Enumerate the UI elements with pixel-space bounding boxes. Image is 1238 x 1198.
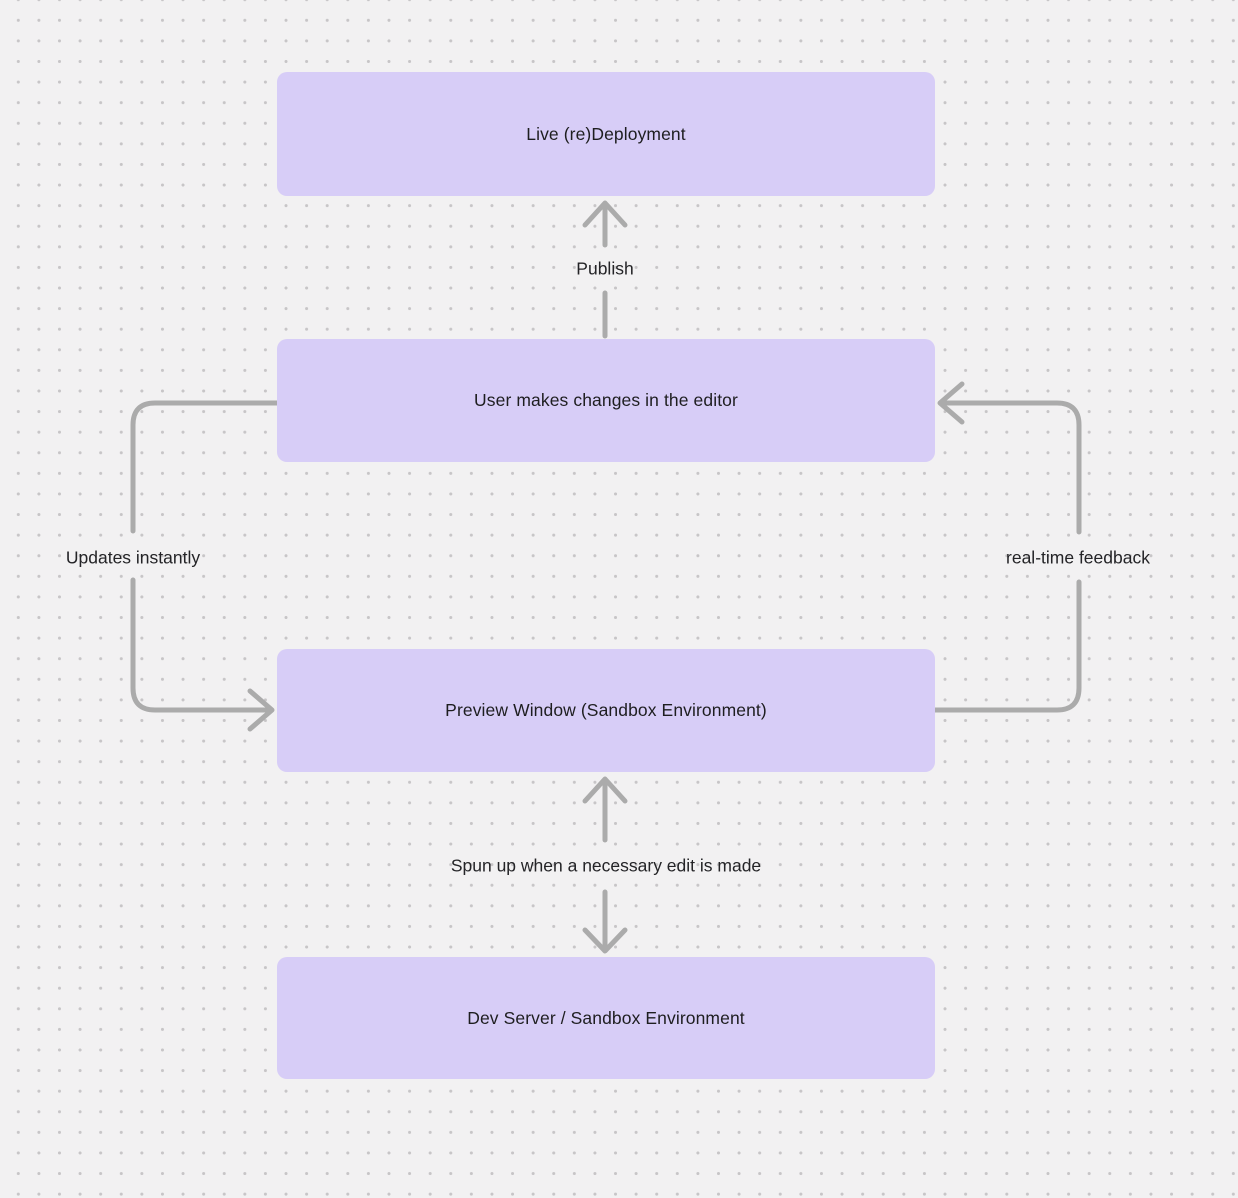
edge-label-updates-instantly: Updates instantly <box>65 547 201 568</box>
arrowhead-up-icon <box>582 200 628 228</box>
node-label: Dev Server / Sandbox Environment <box>467 1007 745 1028</box>
node-user-makes-changes[interactable]: User makes changes in the editor <box>277 339 935 462</box>
edge-label-publish: Publish <box>576 258 634 279</box>
arrowhead-up-icon <box>582 776 628 804</box>
edge-label-real-time-feedback: real-time feedback <box>1006 547 1150 568</box>
edge-label-spun-up: Spun up when a necessary edit is made <box>450 855 762 876</box>
node-label: Live (re)Deployment <box>526 123 686 144</box>
arrowhead-left-icon <box>937 381 965 425</box>
node-dev-server[interactable]: Dev Server / Sandbox Environment <box>277 957 935 1079</box>
arrowhead-down-icon <box>582 927 628 954</box>
node-live-redeployment[interactable]: Live (re)Deployment <box>277 72 935 196</box>
node-preview-window[interactable]: Preview Window (Sandbox Environment) <box>277 649 935 772</box>
node-label: User makes changes in the editor <box>474 390 738 410</box>
node-label: Preview Window (Sandbox Environment) <box>445 700 767 720</box>
arrowhead-right-icon <box>247 688 275 732</box>
